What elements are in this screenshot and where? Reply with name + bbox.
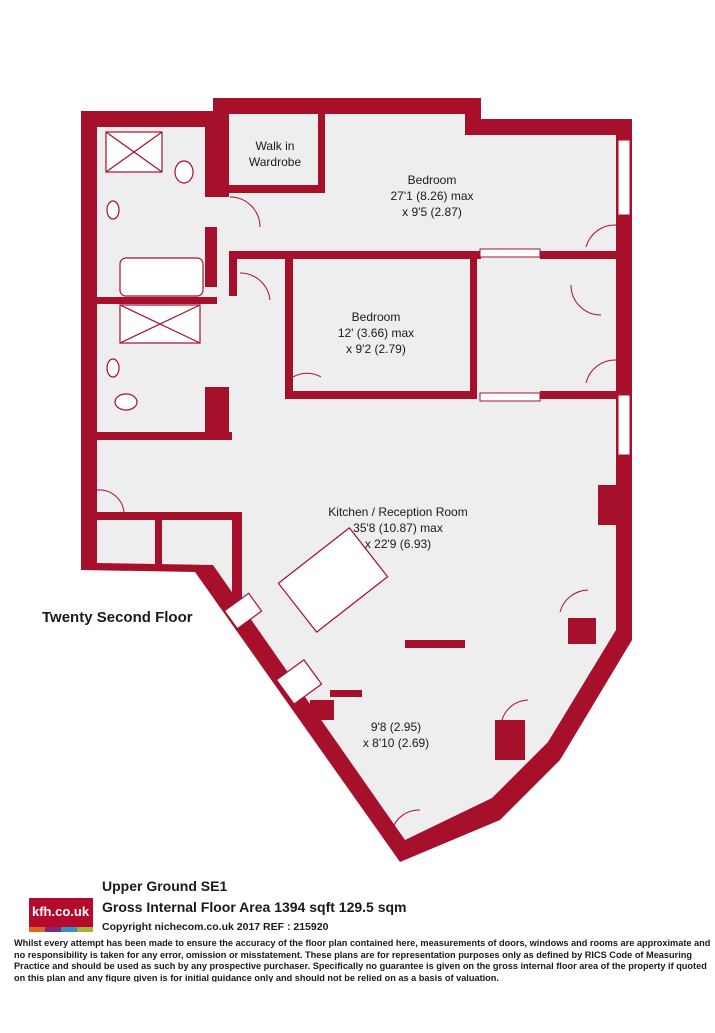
- floor-area: [97, 114, 616, 840]
- room4-label: 9'8 (2.95): [371, 720, 421, 734]
- logo-stripe: [45, 927, 61, 932]
- logo-stripe: [29, 927, 45, 932]
- doors: [96, 196, 617, 831]
- room4-label: x 8'10 (2.69): [363, 736, 429, 750]
- hob-icon: [275, 659, 323, 705]
- interior-walls: [97, 114, 616, 760]
- copyright: Copyright nichecom.co.uk 2017 REF : 2159…: [102, 921, 329, 933]
- toilet-icon: [114, 393, 138, 411]
- toilet-icon: [174, 160, 194, 184]
- bedroom2-label: Bedroom: [352, 310, 401, 324]
- basin-icon: [106, 200, 120, 220]
- bedroom1-label: Bedroom: [408, 173, 457, 187]
- disclaimer: Whilst every attempt has been made to en…: [14, 938, 711, 982]
- kitchen-label: x 22'9 (6.93): [365, 537, 431, 551]
- bedroom2-label: 12' (3.66) max: [338, 326, 414, 340]
- logo-stripe: [61, 927, 77, 932]
- floor-area-text: Gross Internal Floor Area 1394 sqft 129.…: [102, 899, 407, 915]
- bedroom2-label: x 9'2 (2.79): [346, 342, 406, 356]
- basin-icon: [106, 358, 120, 378]
- logo-text: kfh.co.uk: [32, 904, 90, 919]
- logo-stripes: [29, 927, 93, 932]
- kitchen-label: 35'8 (10.87) max: [353, 521, 443, 535]
- wardrobe-label: Wardrobe: [249, 155, 302, 169]
- floor-name: Twenty Second Floor: [42, 609, 193, 626]
- kitchen-label: Kitchen / Reception Room: [328, 505, 467, 519]
- address: Upper Ground SE1: [102, 878, 228, 894]
- kitchen-island: [277, 527, 389, 633]
- windows: [479, 139, 631, 456]
- kfh-logo: kfh.co.uk: [29, 898, 93, 932]
- bath-icon: [119, 257, 204, 297]
- logo-stripe: [77, 927, 93, 932]
- bedroom1-label: 27'1 (8.26) max: [391, 189, 474, 203]
- bedroom1-label: x 9'5 (2.87): [402, 205, 462, 219]
- sink-icon: [223, 592, 263, 630]
- fixtures: [105, 131, 389, 705]
- wardrobe-label: Walk in: [256, 139, 295, 153]
